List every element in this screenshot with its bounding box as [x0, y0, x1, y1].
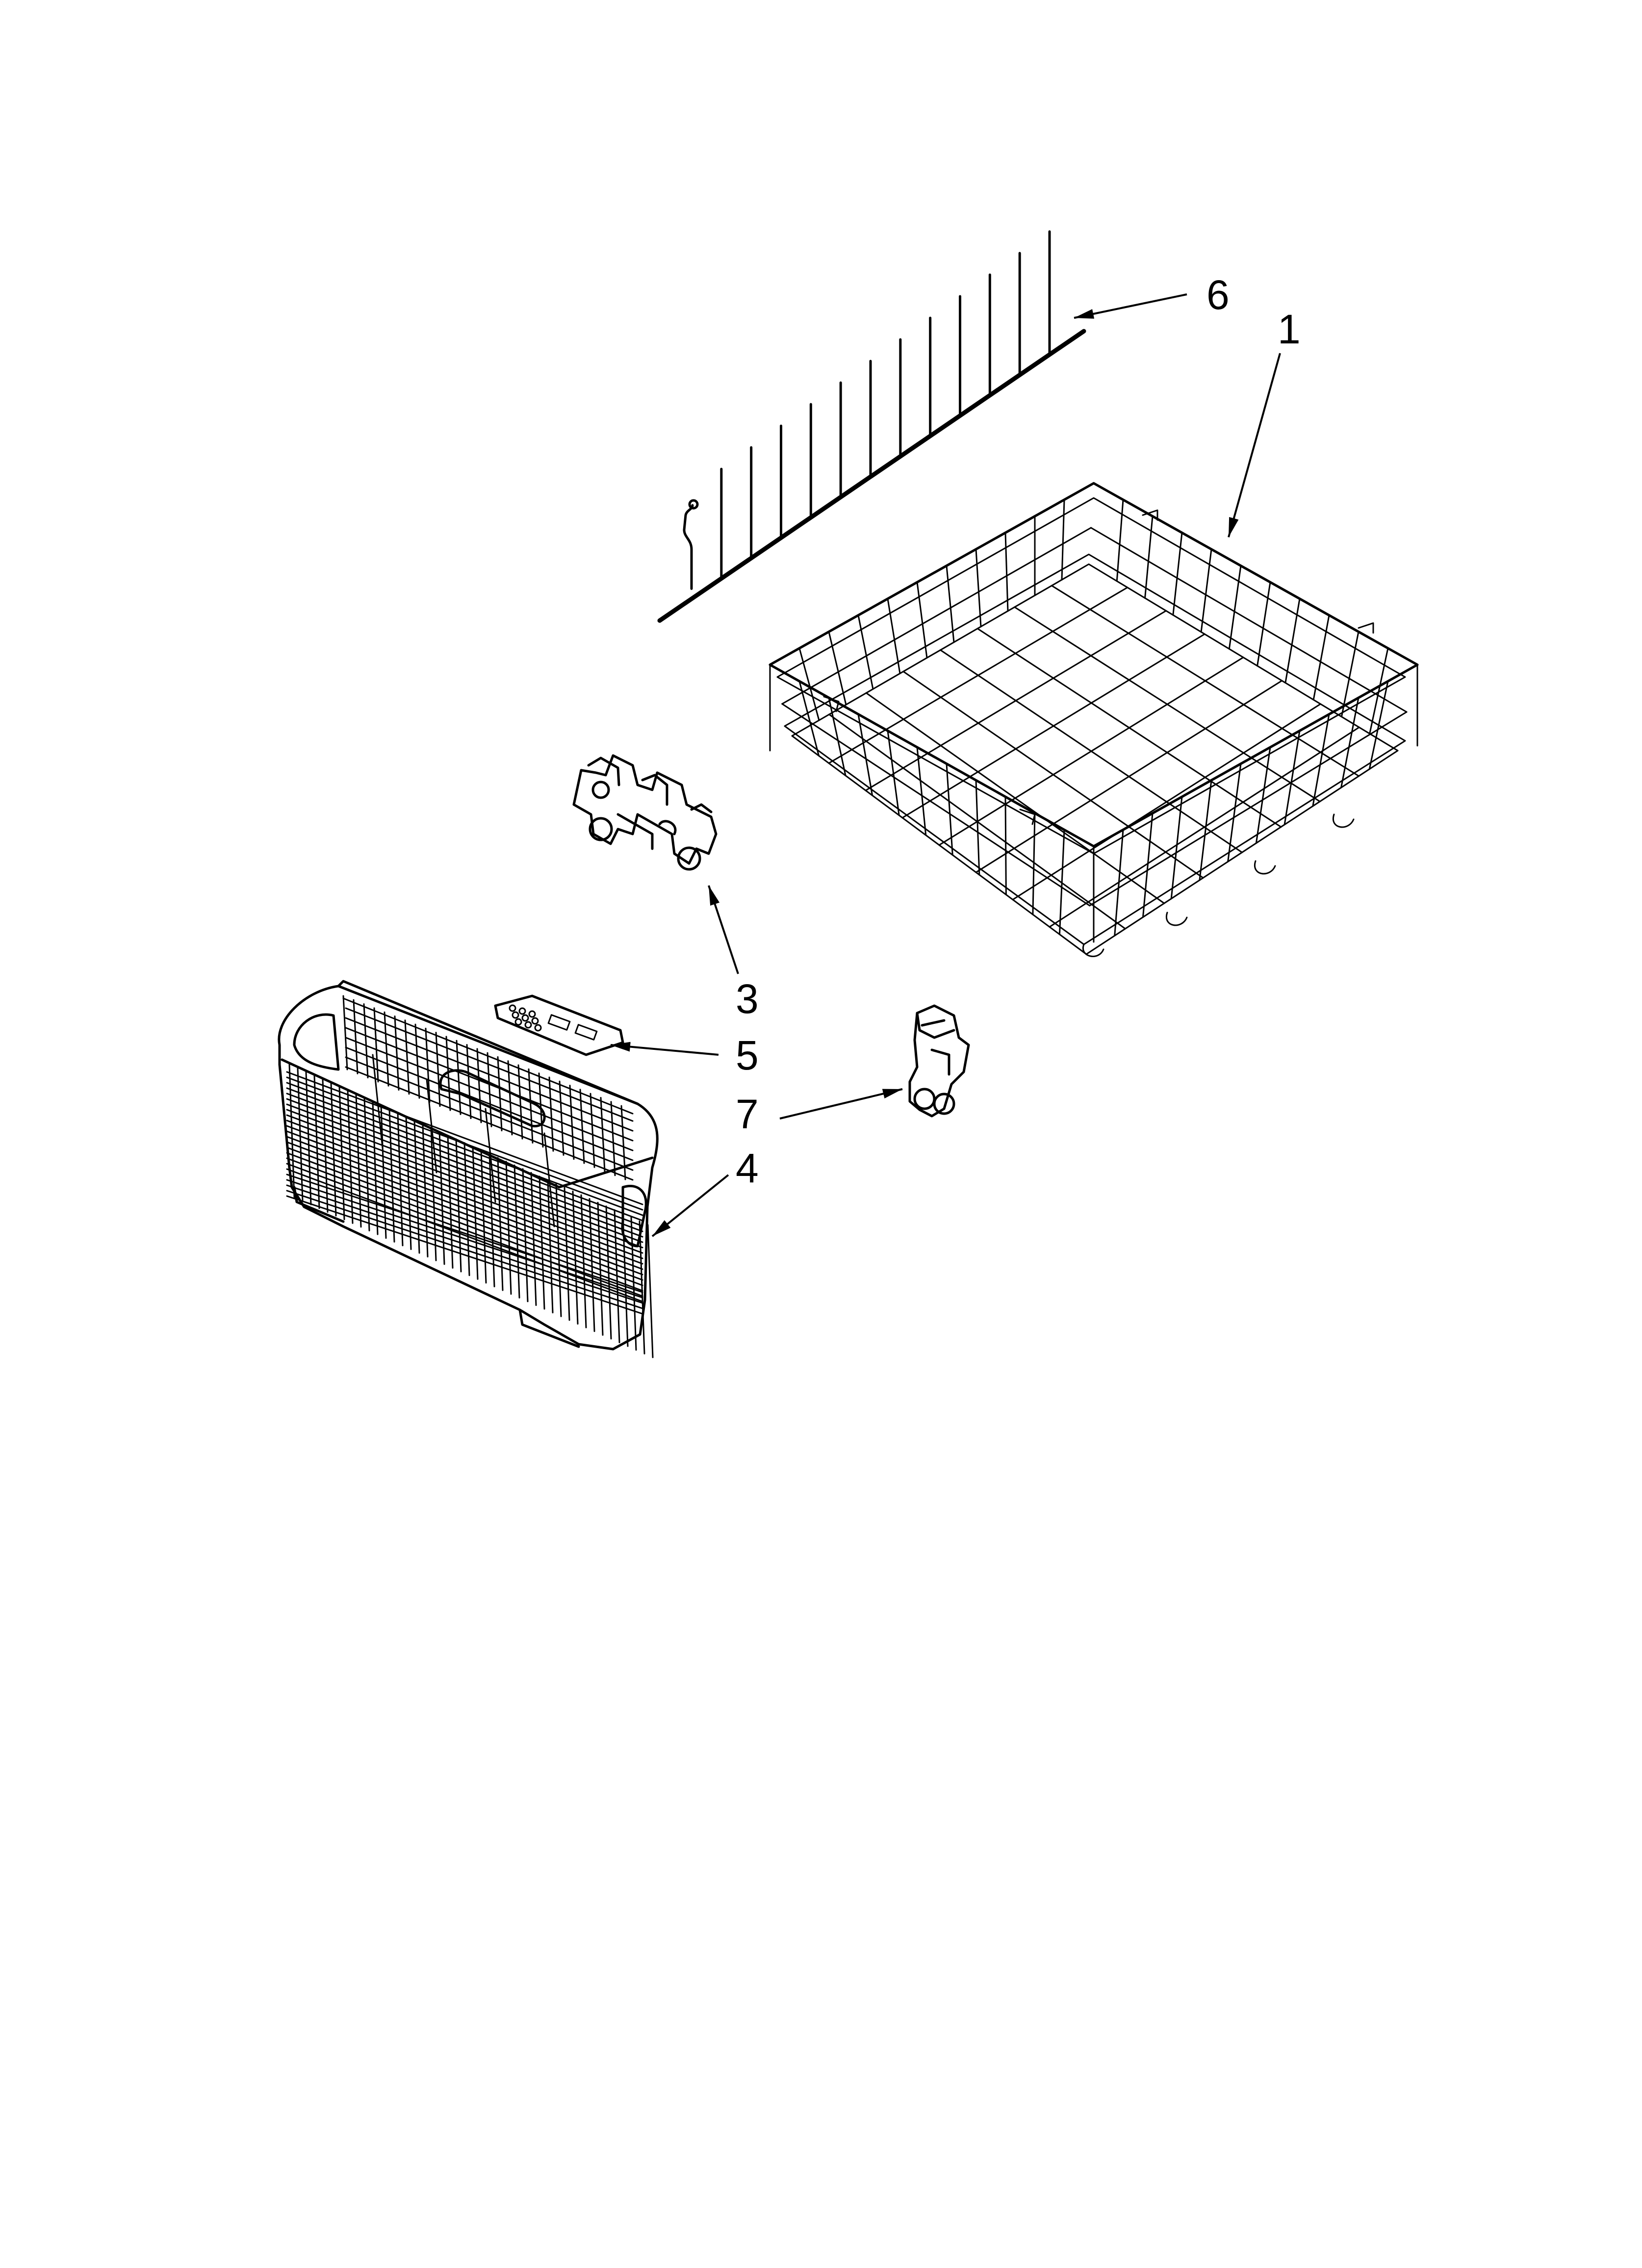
callout-3: 3 [736, 976, 759, 1022]
leader-7 [779, 1088, 903, 1120]
silverware-basket-icon [278, 980, 659, 1358]
leader-6 [1074, 293, 1187, 319]
basket-lid-icon [494, 994, 624, 1056]
callout-leaders [610, 293, 1281, 1237]
callout-1: 1 [1278, 306, 1301, 352]
leader-4 [651, 1174, 729, 1237]
tine-row-icon [657, 230, 1086, 623]
rack-roller-bracket-icon [572, 754, 718, 871]
callout-5: 5 [736, 1032, 759, 1078]
callout-4: 4 [736, 1145, 759, 1191]
leader-1 [1228, 353, 1281, 538]
callout-7: 7 [736, 1091, 759, 1137]
leader-3 [708, 885, 739, 974]
callout-labels: 6 1 3 5 7 4 [736, 272, 1301, 1191]
callout-6: 6 [1206, 272, 1230, 318]
rack-wheel-icon [908, 1004, 970, 1118]
leader-5 [610, 1042, 719, 1056]
dish-rack-icon [769, 482, 1419, 957]
